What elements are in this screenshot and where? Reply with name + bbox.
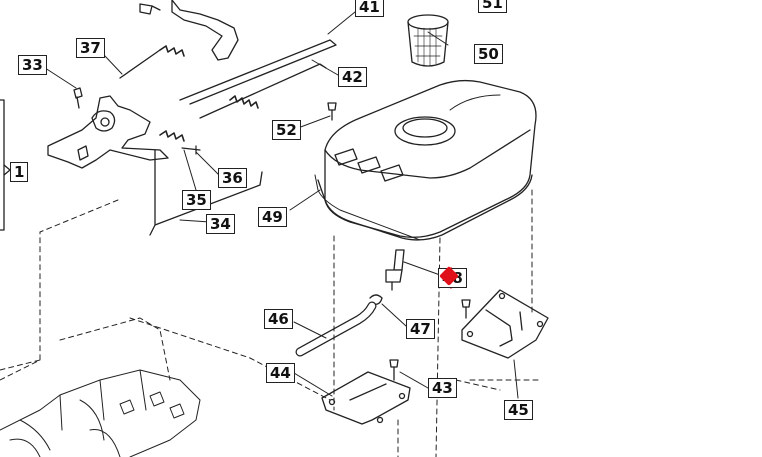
part-label-51: 51 — [478, 0, 507, 13]
part-label-52: 52 — [272, 120, 301, 140]
spring-36 — [159, 130, 201, 155]
bolt-43 — [389, 359, 399, 381]
part-label-49: 49 — [258, 207, 287, 227]
bolt-52 — [327, 102, 337, 121]
part-label-33: 33 — [18, 55, 47, 75]
fuel-strainer — [407, 14, 449, 67]
fuel-hose — [295, 301, 377, 357]
fuel-tank — [314, 79, 537, 241]
spring-37 — [119, 45, 185, 79]
part-label-44: 44 — [266, 363, 295, 383]
small-bolt — [139, 3, 161, 15]
leader-lines — [41, 11, 519, 399]
part-label-46: 46 — [264, 309, 293, 329]
part-label-47: 47 — [406, 319, 435, 339]
bracket-34 — [149, 149, 263, 236]
part-label-34: 34 — [206, 214, 235, 234]
part-label-42: 42 — [338, 67, 367, 87]
bolt-33 — [73, 87, 83, 109]
fuel-valve — [385, 249, 405, 291]
part-label-43: 43 — [428, 378, 457, 398]
side-frame — [0, 99, 11, 231]
part-label-41: 41 — [355, 0, 384, 17]
part-label-35: 35 — [182, 190, 211, 210]
control-bracket — [47, 95, 169, 169]
part-label-36: 36 — [218, 168, 247, 188]
part-label-45: 45 — [504, 400, 533, 420]
part-label-1: 1 — [10, 162, 29, 182]
part-label-37: 37 — [76, 38, 105, 58]
bolt-45 — [461, 299, 471, 319]
lever-bracket — [171, 0, 239, 61]
tank-bracket-front — [321, 371, 411, 425]
tank-bracket-rear — [461, 289, 549, 359]
engine-block — [0, 369, 201, 457]
part-label-50: 50 — [474, 44, 503, 64]
control-rod-41 — [179, 39, 337, 119]
